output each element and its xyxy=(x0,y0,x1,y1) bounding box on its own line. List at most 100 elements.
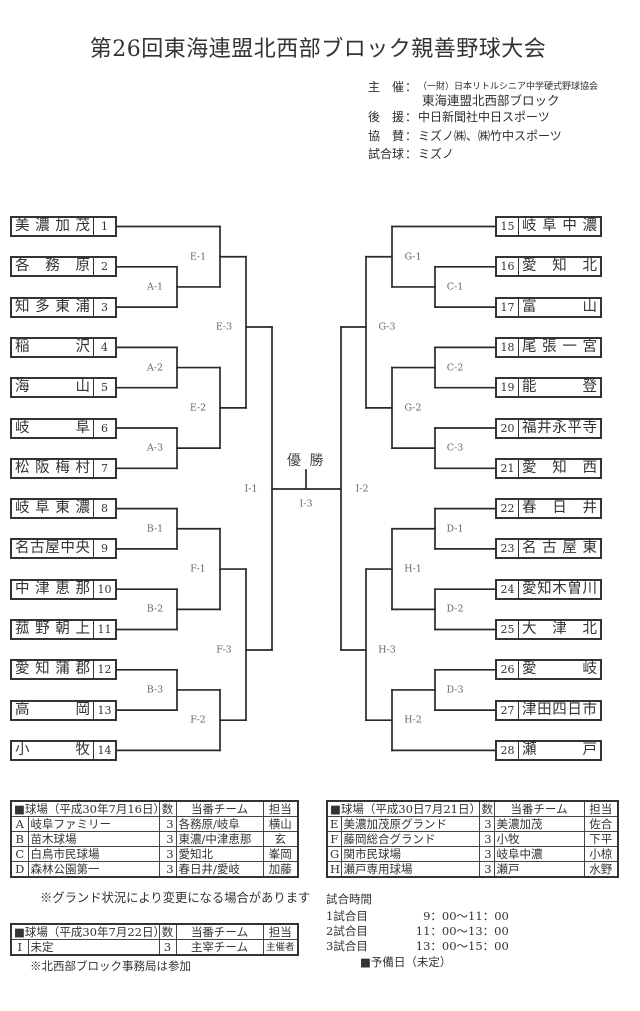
text-char: 屋 xyxy=(562,540,577,557)
venue-name: 白鳥市民球場 xyxy=(27,846,160,862)
match-label: H-3 xyxy=(378,644,396,656)
venue-name: 苗木球場 xyxy=(27,831,160,847)
team-number: 27 xyxy=(497,701,519,719)
text-char: 名 xyxy=(522,540,537,557)
team-name: 岐阜東濃 xyxy=(12,500,93,517)
text-char: 東 xyxy=(582,540,597,557)
team-name: 愛岐 xyxy=(519,661,600,678)
match-label: G-1 xyxy=(404,251,422,263)
text-char: 務 xyxy=(45,258,60,275)
venue-name: 岐阜ファミリー xyxy=(27,816,160,832)
info-ball: 試合球 ： ミズノ xyxy=(368,147,454,161)
text-char: 一 xyxy=(562,338,577,355)
venue-name: 瀬戸専用球場 xyxy=(340,861,480,878)
team-name: 愛知蒲郡 xyxy=(12,661,93,678)
match-label: F-1 xyxy=(190,563,206,575)
venue-name: 関市民球場 xyxy=(340,846,480,862)
text-char: 高 xyxy=(15,701,30,718)
text-char: 合 xyxy=(380,147,393,161)
game-count: 3 xyxy=(158,861,177,878)
text-char: 各 xyxy=(15,258,30,275)
duty-team: 愛知北 xyxy=(175,846,264,862)
reserve-day: ■予備日（未定） xyxy=(360,955,452,969)
staff: 佐合 xyxy=(583,816,619,832)
match-label: D-2 xyxy=(446,603,464,615)
text-char: 愛 xyxy=(522,580,537,597)
team-name: 知多東浦 xyxy=(12,299,93,316)
office-note: ※北西部ブロック事務局は参加 xyxy=(30,959,191,973)
text-char: 津 xyxy=(522,701,537,718)
match-label: D-3 xyxy=(446,684,464,696)
match-label: B-2 xyxy=(146,603,164,615)
game-count: 3 xyxy=(478,831,495,847)
info-organizer: 主催 ： （一財）日本リトルシニア中学硬式野球協会 xyxy=(368,81,598,93)
team-name: 津田四日市 xyxy=(519,702,600,719)
text-char: 蒲 xyxy=(55,661,70,678)
text-char: 浦 xyxy=(75,298,90,315)
text-char: 牧 xyxy=(75,741,91,758)
info-colon: ： xyxy=(404,110,417,124)
team-name: 能登 xyxy=(519,379,600,396)
text-char: 古 xyxy=(30,540,45,557)
team-number: 22 xyxy=(497,500,519,518)
text-char: 央 xyxy=(75,540,91,557)
match-label: H-2 xyxy=(404,714,422,726)
team-name: 高岡 xyxy=(12,702,93,719)
text-char: 戸 xyxy=(582,741,598,758)
text-char: 張 xyxy=(542,338,557,355)
game-count: 3 xyxy=(158,939,177,956)
team-name: 名古屋中央 xyxy=(12,540,93,557)
team-number: 3 xyxy=(93,298,115,316)
match-label: E-3 xyxy=(215,321,233,333)
count-header: 数 xyxy=(158,923,177,940)
match-label: D-1 xyxy=(446,523,464,535)
text-char: 愛 xyxy=(522,661,537,678)
text-char: 濃 xyxy=(75,500,90,517)
text-char: 援 xyxy=(391,110,404,124)
text-char: 阜 xyxy=(75,419,91,436)
venue-header: ■球場（平成30年7月22日） xyxy=(10,923,160,940)
team-name: 中津恵那 xyxy=(12,581,93,598)
staff: 加藤 xyxy=(262,861,299,878)
match-label: B-3 xyxy=(146,684,164,696)
text-char: 催 xyxy=(391,80,404,94)
venue-id: C xyxy=(10,846,29,862)
text-char: 野 xyxy=(35,621,50,637)
text-char: 知 xyxy=(552,459,567,476)
text-char: 北 xyxy=(582,621,598,637)
team-number: 7 xyxy=(93,459,115,477)
match-label: F-2 xyxy=(190,714,206,726)
match-label: E-2 xyxy=(189,402,207,414)
staff: 峯岡 xyxy=(262,846,299,862)
staff: 横山 xyxy=(262,816,299,832)
team-number: 21 xyxy=(497,459,519,477)
text-char: 茂 xyxy=(75,218,90,234)
text-char: 試 xyxy=(368,147,381,161)
team-name: 小牧 xyxy=(12,742,93,759)
text-char: 屋 xyxy=(45,540,60,557)
info-sponsor: 協賛 ： ミズノ㈱、㈱竹中スポーツ xyxy=(368,129,562,143)
team-name: 尾張一宮 xyxy=(519,339,600,356)
info-colon: ： xyxy=(404,80,417,94)
text-char: 市 xyxy=(582,701,598,718)
page-title: 第26回東海連盟北西部ブロック親善野球大会 xyxy=(89,37,547,62)
team-name: 岐阜中濃 xyxy=(519,218,600,235)
text-char: 球 xyxy=(392,147,405,161)
team-header: 当番チーム xyxy=(175,800,264,817)
text-char: 曽 xyxy=(567,580,582,597)
count-header: 数 xyxy=(478,800,495,817)
